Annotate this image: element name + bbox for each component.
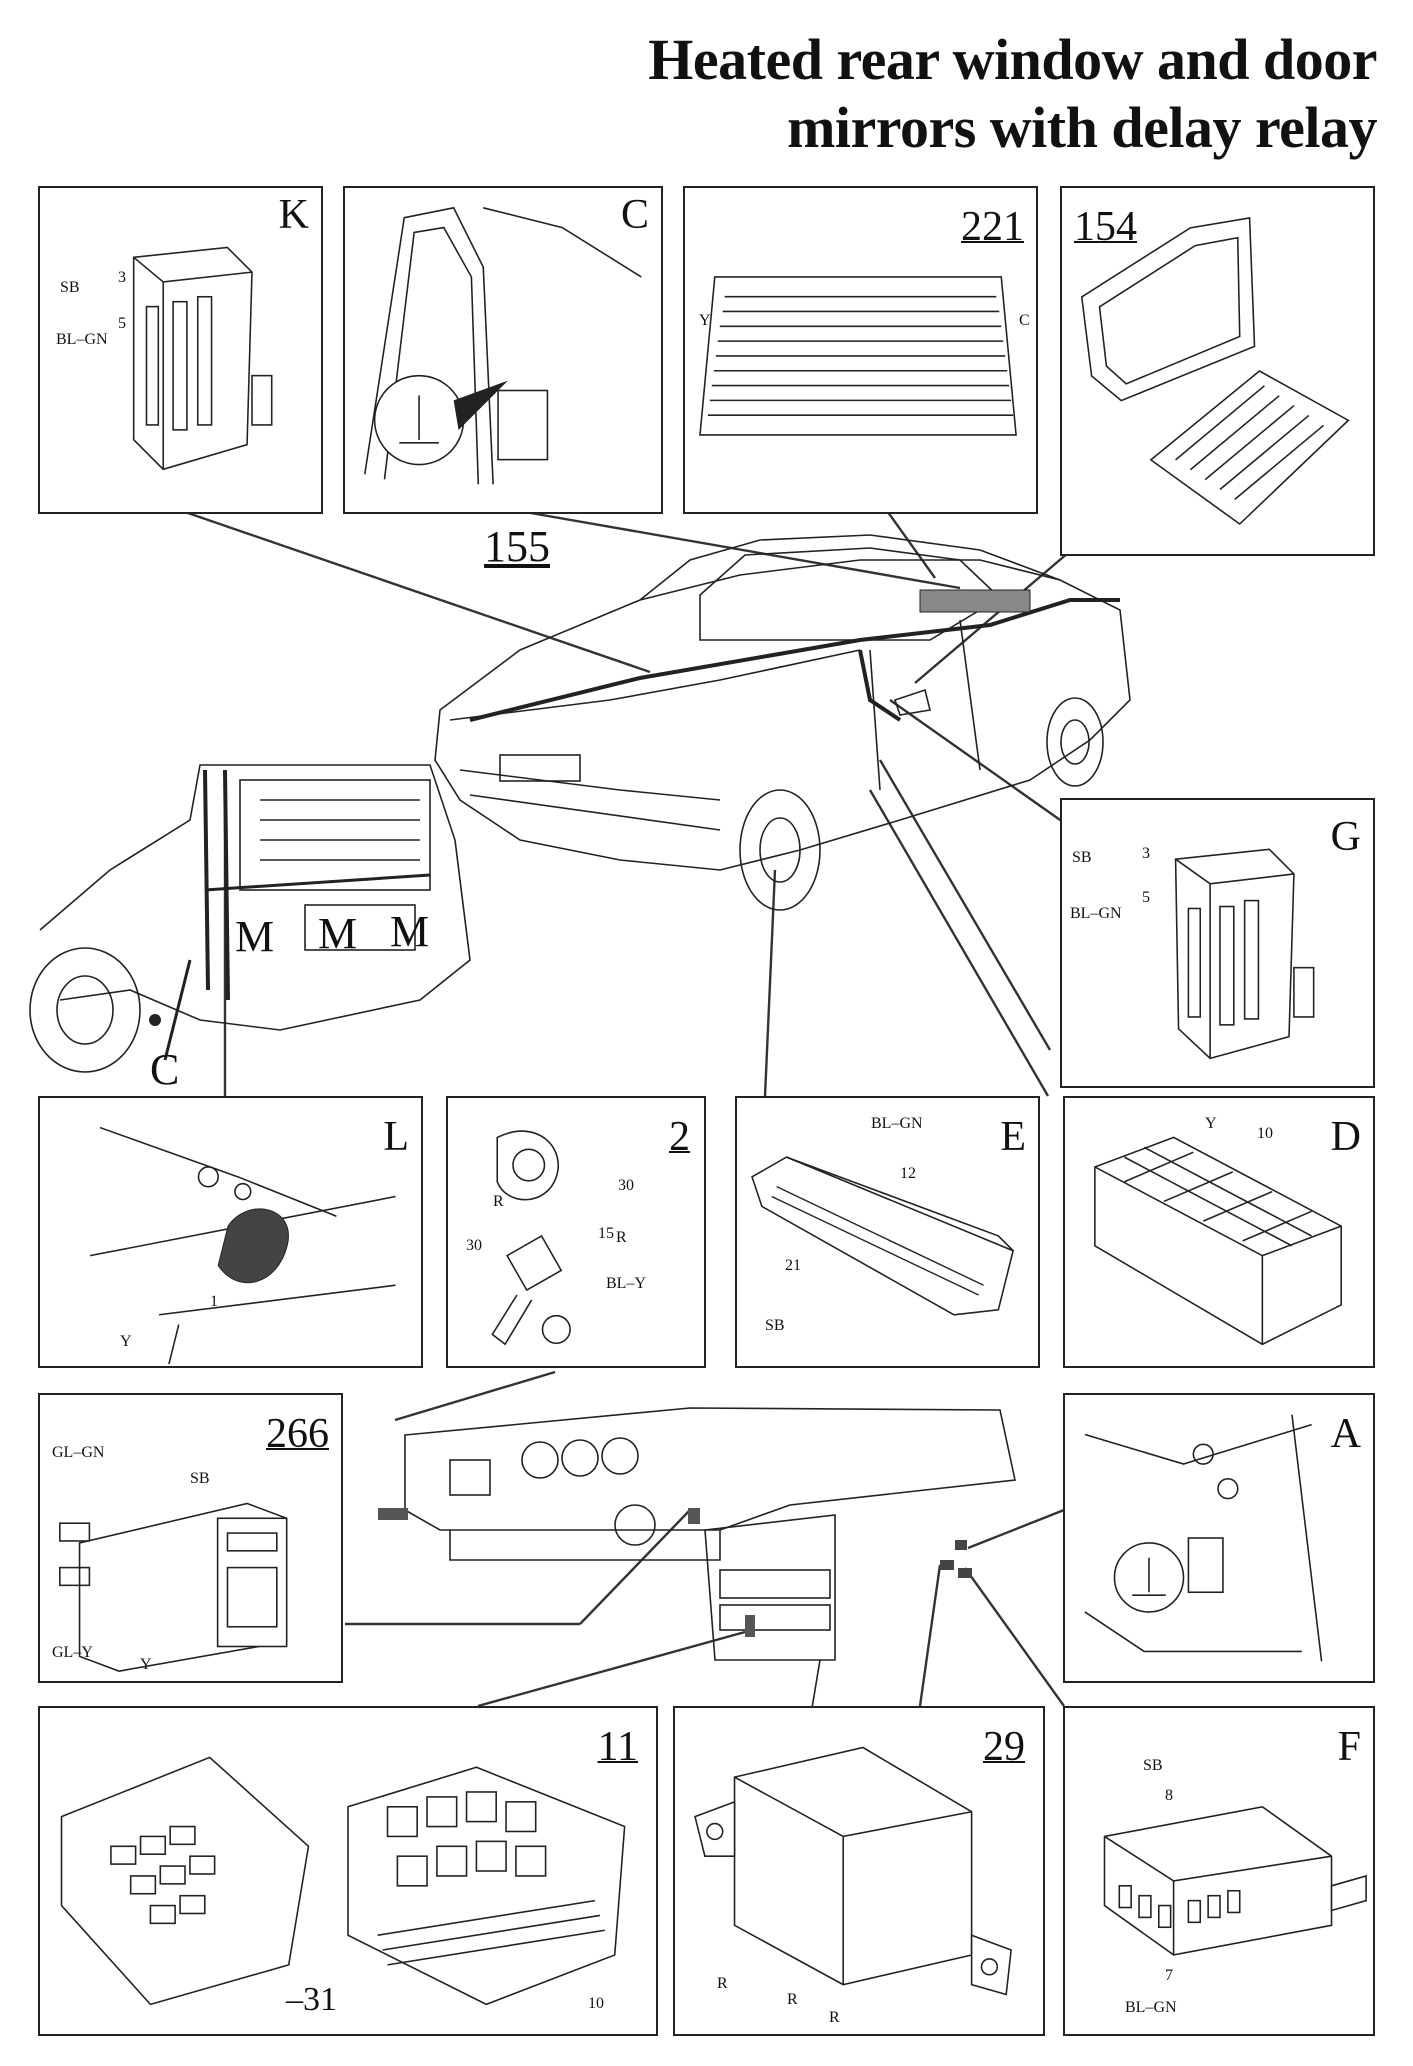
panel-l-connector: L 1 Y xyxy=(38,1096,423,1368)
panel-k-pin-5: 5 xyxy=(118,315,126,332)
panel-29-delay-relay: 29 R R R xyxy=(673,1706,1045,2036)
panel-29-wire-r-3: R xyxy=(829,2009,840,2026)
panel-l-wire-y: Y xyxy=(120,1333,132,1350)
panel-k-pin-3: 3 xyxy=(118,269,126,286)
panel-29-wire-r-2: R xyxy=(787,1991,798,2008)
car-label-c: C xyxy=(150,1045,180,1094)
panel-k-label: K xyxy=(278,192,309,238)
panel-11-label: 11 xyxy=(597,1724,638,1770)
panel-f-label: F xyxy=(1337,1724,1361,1770)
panel-11-fuse-relay-box: 11 –31 10 xyxy=(38,1706,658,2036)
panel-e-label: E xyxy=(1000,1114,1026,1160)
panel-154-door-mirror: 154 xyxy=(1060,186,1375,556)
panel-266-wire-gly: GL–Y xyxy=(52,1644,93,1661)
panel-2-terminal-30-a: 30 xyxy=(618,1177,634,1194)
panel-221-wire-y: Y xyxy=(699,312,711,329)
panel-e-pin-21: 21 xyxy=(785,1257,801,1274)
car-label-m-2: M xyxy=(318,909,358,958)
panel-f-pin-7: 7 xyxy=(1165,1967,1173,1984)
panel-266-wire-y: Y xyxy=(140,1656,152,1673)
diagram-title-line-1: Heated rear window and door xyxy=(648,27,1377,92)
panel-266-switch: 266 GL–GN SB GL–Y Y xyxy=(38,1393,343,1683)
panel-c-ground: C xyxy=(343,186,663,514)
panel-221-wire-c: C xyxy=(1019,312,1030,329)
panel-g-wire-sb: SB xyxy=(1072,849,1092,866)
panel-221-label: 221 xyxy=(961,204,1024,250)
panel-11-pin-10: 10 xyxy=(588,1995,604,2012)
panel-2-label: 2 xyxy=(669,1114,690,1160)
panel-e-pin-12: 12 xyxy=(900,1165,916,1182)
panel-266-wire-sb: SB xyxy=(190,1470,210,1487)
panel-d-fuse-box: D Y 10 xyxy=(1063,1096,1375,1368)
panel-k-wire-blgn: BL–GN xyxy=(56,331,108,348)
panel-g-pin-5: 5 xyxy=(1142,889,1150,906)
panel-l-label: L xyxy=(383,1114,409,1160)
panel-2-terminal-15: 15 xyxy=(598,1225,614,1242)
car-label-m-3: M xyxy=(390,907,430,956)
panel-g-label: G xyxy=(1330,814,1361,860)
panel-f-wire-blgn: BL–GN xyxy=(1125,1999,1177,2016)
panel-d-wire-y: Y xyxy=(1205,1115,1217,1132)
panel-g-wire-blgn: BL–GN xyxy=(1070,905,1122,922)
panel-266-label: 266 xyxy=(266,1411,329,1457)
panel-g-pin-3: 3 xyxy=(1142,845,1150,862)
diagram-title-line-2: mirrors with delay relay xyxy=(787,95,1377,160)
panel-d-pin-10: 10 xyxy=(1257,1125,1273,1142)
panel-l-pin-1: 1 xyxy=(210,1293,218,1310)
panel-g-connector: G SB 3 5 BL–GN xyxy=(1060,798,1375,1088)
panel-29-wire-r-1: R xyxy=(717,1975,728,1992)
panel-2-wire-r-2: R xyxy=(616,1229,627,1246)
panel-e-wire-sb: SB xyxy=(765,1317,785,1334)
panel-c-label: C xyxy=(620,192,649,238)
panel-k-connector: K SB 3 5 BL–GN xyxy=(38,186,323,514)
car-callout-155: 155 xyxy=(484,522,550,571)
panel-2-wire-r-1: R xyxy=(493,1193,504,1210)
car-label-m-1: M xyxy=(235,912,275,961)
panel-154-label: 154 xyxy=(1074,204,1137,250)
panel-e-wire-blgn: BL–GN xyxy=(871,1115,923,1132)
panel-11-ground-minus-31: –31 xyxy=(286,1981,337,2018)
panel-k-wire-sb: SB xyxy=(60,279,80,296)
panel-f-connector: F SB 8 7 BL–GN xyxy=(1063,1706,1375,2036)
panel-f-wire-sb: SB xyxy=(1143,1757,1163,1774)
panel-a-ground: A xyxy=(1063,1393,1375,1683)
panel-29-label: 29 xyxy=(983,1724,1025,1770)
panel-a-label: A xyxy=(1330,1411,1361,1457)
panel-2-wire-bly: BL–Y xyxy=(606,1275,646,1292)
panel-e-connector: E BL–GN 12 21 SB xyxy=(735,1096,1040,1368)
panel-f-pin-8: 8 xyxy=(1165,1787,1173,1804)
panel-266-wire-glgn: GL–GN xyxy=(52,1444,105,1461)
panel-d-label: D xyxy=(1330,1114,1361,1160)
panel-2-light-switch: 2 R R 30 30 15 BL–Y xyxy=(446,1096,706,1368)
panel-2-terminal-30-b: 30 xyxy=(466,1237,482,1254)
panel-221-rear-window: 221 Y C xyxy=(683,186,1038,514)
